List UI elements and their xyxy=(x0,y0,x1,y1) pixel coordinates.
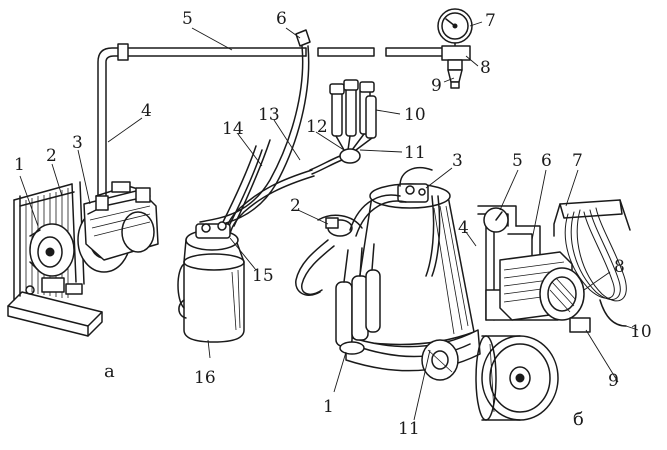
vacuum-pump-unit xyxy=(7,181,159,337)
cart-pump xyxy=(499,251,591,333)
callout-b-1: 1 xyxy=(323,397,334,417)
callouts-a: 1 2 3 4 5 6 7 8 9 10 11 12 13 14 15 16 xyxy=(14,9,496,388)
callout-a-5: 5 xyxy=(182,9,193,29)
callout-b-7: 7 xyxy=(572,151,583,171)
callout-a-13: 13 xyxy=(258,105,280,125)
callout-b-5: 5 xyxy=(512,151,523,171)
callout-a-8: 8 xyxy=(480,58,491,78)
callout-b-10: 10 xyxy=(630,322,652,342)
callout-a-6: 6 xyxy=(276,9,287,29)
callout-a-9: 9 xyxy=(431,76,442,96)
callout-a-10: 10 xyxy=(404,105,426,125)
cable-coil xyxy=(564,207,627,327)
callout-b-3: 3 xyxy=(452,151,463,171)
callouts-b: 1 2 3 4 5 6 7 8 9 10 11 xyxy=(290,151,652,439)
callout-a-16: 16 xyxy=(194,368,216,388)
callout-a-11: 11 xyxy=(404,143,426,163)
callout-b-11: 11 xyxy=(398,419,420,439)
sublabel-a: а xyxy=(104,361,115,382)
callout-b-6: 6 xyxy=(541,151,552,171)
container-hoses xyxy=(349,166,441,277)
callout-a-7: 7 xyxy=(485,11,496,31)
vacuum-line xyxy=(95,43,445,211)
callout-a-12: 12 xyxy=(306,117,328,137)
leader-lines-b xyxy=(297,167,639,421)
pulsator-cluster xyxy=(309,79,377,175)
callout-a-15: 15 xyxy=(252,266,274,286)
callout-a-1: 1 xyxy=(14,155,25,175)
milk-hoses xyxy=(221,139,315,235)
installation-a: а xyxy=(7,8,483,382)
callout-a-2: 2 xyxy=(46,146,57,166)
callout-b-2: 2 xyxy=(290,196,301,216)
teat-cups xyxy=(295,214,381,355)
cart-wheels xyxy=(421,335,559,421)
callout-b-9: 9 xyxy=(608,371,619,391)
callout-b-4: 4 xyxy=(458,218,469,238)
callout-a-4: 4 xyxy=(141,101,152,121)
callout-a-3: 3 xyxy=(72,133,83,153)
sublabel-b: б xyxy=(573,409,584,430)
leader-lines-a xyxy=(19,21,483,359)
installation-b: б xyxy=(295,166,639,430)
vacuum-gauge-assembly xyxy=(437,8,473,89)
milk-can xyxy=(177,221,245,343)
callout-b-8: 8 xyxy=(614,257,625,277)
callout-a-14: 14 xyxy=(222,119,244,139)
